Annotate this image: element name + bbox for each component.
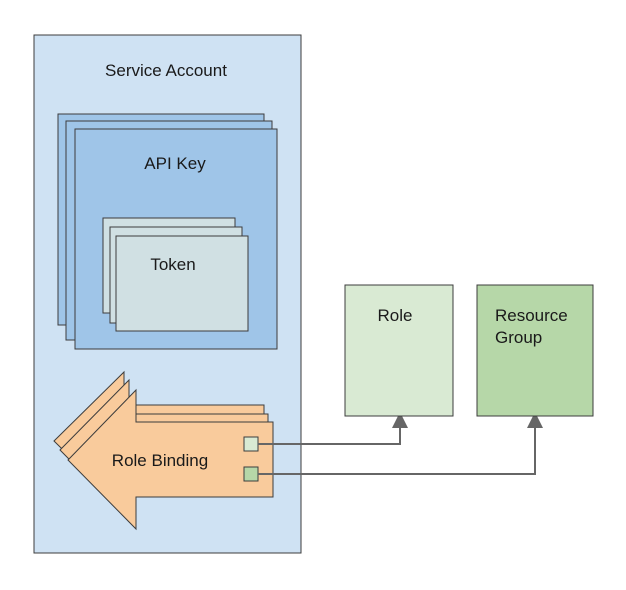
resource-group-label-line1: Resource — [495, 306, 568, 325]
role-binding-arrow-front — [67, 388, 274, 531]
role-connector — [258, 412, 408, 445]
resource-group-label-line2: Group — [495, 328, 542, 347]
resource-group-box[interactable]: Resource Group — [476, 284, 594, 417]
role-binding-stack[interactable]: Role Binding — [53, 370, 274, 531]
token-label: Token — [150, 255, 195, 274]
resource-group-port[interactable] — [243, 466, 259, 482]
api-key-label: API Key — [144, 154, 206, 173]
token-card-front — [115, 235, 249, 332]
role-box[interactable]: Role — [344, 284, 454, 417]
role-binding-label: Role Binding — [112, 451, 208, 470]
role-port[interactable] — [243, 436, 259, 452]
service-account-label: Service Account — [105, 61, 227, 80]
resource-group-connector — [258, 412, 543, 475]
token-stack[interactable]: Token — [102, 217, 249, 332]
role-label: Role — [378, 306, 413, 325]
